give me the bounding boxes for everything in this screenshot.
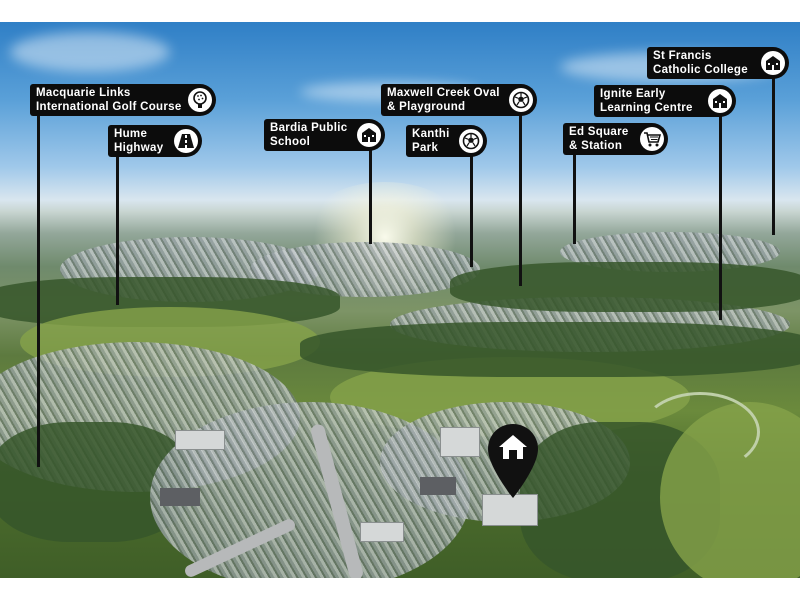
label-text: Bardia Public School: [270, 122, 348, 148]
label-text: Macquarie Links International Golf Cours…: [36, 87, 182, 113]
label-text: Ignite Early Learning Centre: [600, 88, 693, 114]
shopping-cart-icon: [640, 127, 664, 151]
label-text: St Francis Catholic College: [653, 50, 748, 76]
leader-line-bardia: [369, 148, 372, 244]
label-ed-square: Ed Square & Station: [563, 123, 668, 155]
school-building-icon: [761, 51, 785, 75]
label-text: Ed Square & Station: [569, 126, 629, 152]
leader-line-ignite: [719, 115, 722, 320]
label-macquarie-links: Macquarie Links International Golf Cours…: [30, 84, 216, 116]
highway-road-icon: [174, 129, 198, 153]
label-text: Hume Highway: [114, 128, 164, 154]
leader-line-hume: [116, 155, 119, 305]
leader-line-kanthi: [470, 155, 473, 267]
school-building-icon: [357, 123, 381, 147]
label-kanthi-park: Kanthi Park: [406, 125, 487, 157]
label-bardia-school: Bardia Public School: [264, 119, 385, 151]
leader-line-golf: [37, 115, 40, 467]
label-text: Kanthi Park: [412, 128, 450, 154]
label-text: Maxwell Creek Oval & Playground: [387, 87, 500, 113]
school-building-icon: [708, 89, 732, 113]
leader-line-edsquare: [573, 152, 576, 244]
soccer-ball-icon: [459, 129, 483, 153]
leader-line-stfrancis: [772, 78, 775, 235]
label-st-francis: St Francis Catholic College: [647, 47, 789, 79]
label-hume-highway: Hume Highway: [108, 125, 202, 157]
label-maxwell-creek: Maxwell Creek Oval & Playground: [381, 84, 537, 116]
home-icon: [499, 435, 527, 459]
soccer-ball-icon: [509, 88, 533, 112]
property-location-pin: [486, 422, 540, 500]
golf-ball-icon: [188, 88, 212, 112]
leader-line-maxwell: [519, 113, 522, 286]
label-ignite-learning: Ignite Early Learning Centre: [594, 85, 736, 117]
map-pin-icon: [488, 424, 538, 498]
